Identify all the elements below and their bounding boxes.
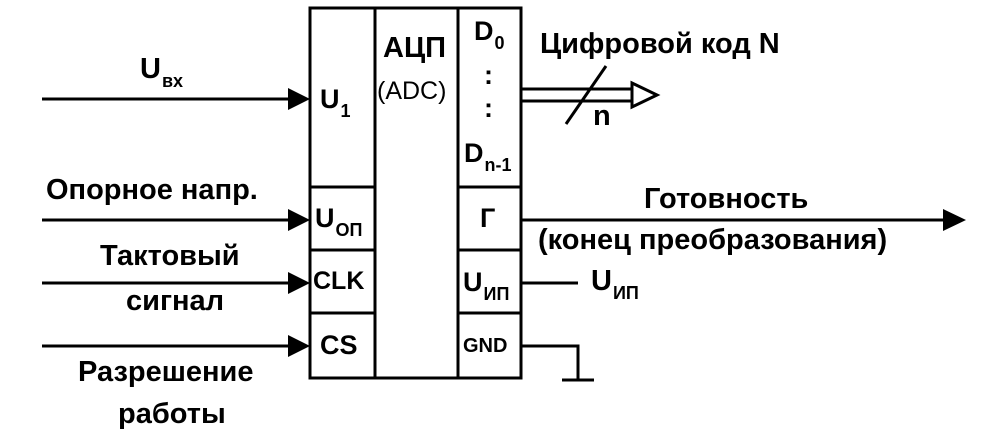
chip-title: АЦП xyxy=(383,32,446,64)
pin-dn: Dn-1 xyxy=(464,138,512,175)
pin-u1-main: U xyxy=(320,84,340,114)
pin-usupply: UИП xyxy=(463,267,509,304)
uin-label: Uвх xyxy=(140,53,183,91)
cs-arrowhead xyxy=(288,335,310,357)
ref-voltage-label: Опорное напр. xyxy=(46,174,258,206)
uin-label-main: U xyxy=(140,53,161,85)
pin-dn-sub: n-1 xyxy=(484,155,512,175)
pin-dots-1: : xyxy=(484,60,493,90)
digital-code-label: Цифровой код N xyxy=(540,28,780,60)
enable-label-line2: работы xyxy=(118,398,226,430)
pin-clk: CLK xyxy=(313,267,365,295)
pin-uref-sub: ОП xyxy=(335,220,363,240)
chip-subtitle: (ADC) xyxy=(377,77,447,105)
pin-uref: UОП xyxy=(315,203,362,240)
adc-chip xyxy=(308,6,523,380)
digital-bus xyxy=(521,65,661,125)
clock-label-line2: сигнал xyxy=(126,285,225,317)
power-lines xyxy=(521,281,594,382)
pin-dn-main: D xyxy=(464,138,484,168)
pin-ready: Г xyxy=(480,203,496,233)
pin-usupply-sub: ИП xyxy=(483,284,510,304)
bus-width-slash xyxy=(564,65,608,125)
pin-d0: D0 xyxy=(474,16,505,53)
pin-gnd: GND xyxy=(463,335,508,357)
pin-cs: CS xyxy=(320,330,358,360)
gnd-line xyxy=(521,344,580,380)
bus-arrowhead xyxy=(630,80,661,110)
uin-label-sub: вх xyxy=(161,71,184,91)
clk-arrowhead xyxy=(288,272,310,294)
pin-dots-2: : xyxy=(484,93,493,123)
pin-u1-sub: 1 xyxy=(340,101,351,121)
ready-arrowhead xyxy=(943,209,966,231)
pin-d0-main: D xyxy=(474,16,494,46)
pin-d0-sub: 0 xyxy=(494,33,505,53)
input-lines xyxy=(42,88,310,357)
ready-output xyxy=(521,209,966,231)
ready-label-line1: Готовность xyxy=(644,183,809,215)
enable-label-line1: Разрешение xyxy=(78,356,254,388)
uin-arrowhead xyxy=(288,88,310,110)
pin-usupply-main: U xyxy=(463,267,483,297)
supply-label-main: U xyxy=(591,265,612,297)
supply-label-sub: ИП xyxy=(612,283,639,303)
ready-label-line2: (конец преобразования) xyxy=(538,224,888,256)
chip-outline xyxy=(308,6,523,380)
pin-u1: U1 xyxy=(320,84,351,121)
uref-arrowhead xyxy=(288,209,310,231)
clock-label-line1: Тактовый xyxy=(100,240,240,272)
pin-uref-main: U xyxy=(315,203,335,233)
supply-label: UИП xyxy=(591,265,639,303)
bus-width-label: n xyxy=(593,100,611,132)
